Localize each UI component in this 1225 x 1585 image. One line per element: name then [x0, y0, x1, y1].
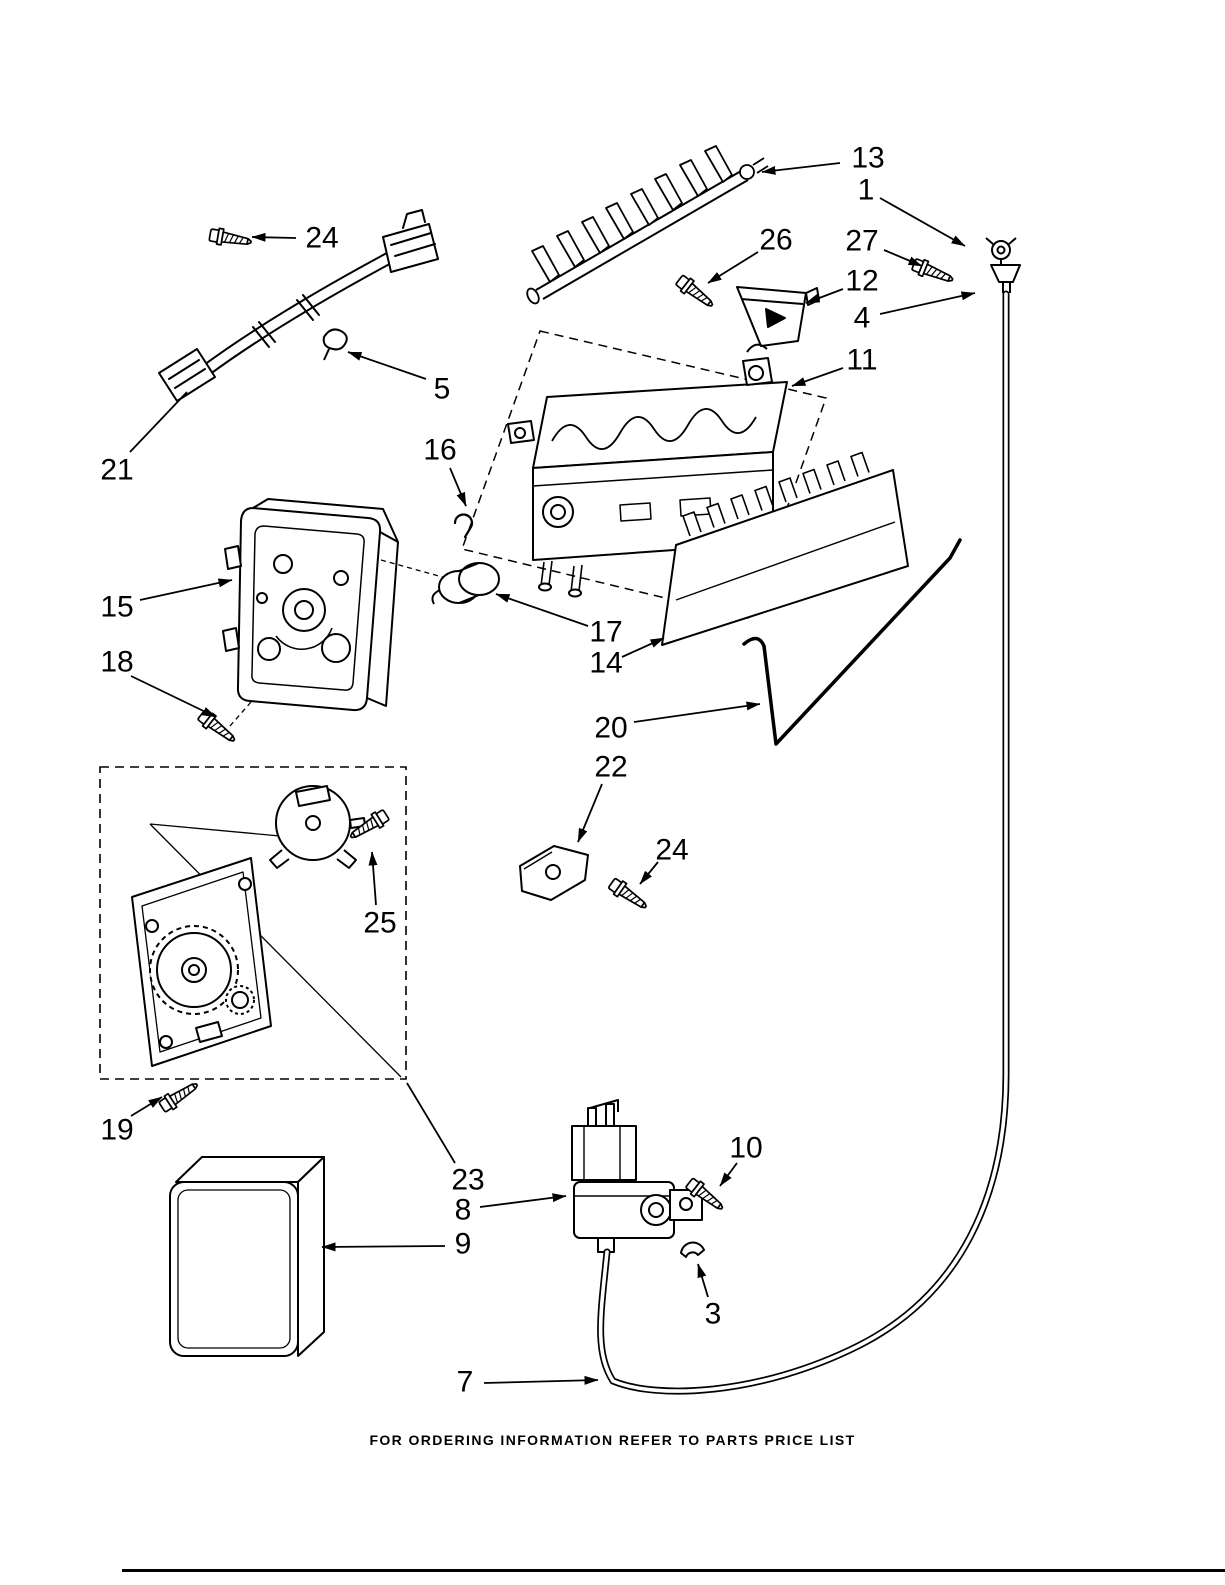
leader-line-21	[129, 391, 188, 453]
part-label-27: 27	[845, 225, 878, 258]
retainer-clip	[453, 513, 474, 539]
screw-26	[673, 272, 718, 313]
leader-line-17	[495, 593, 589, 627]
thermostat-plug	[431, 562, 500, 605]
water-inlet-valve	[571, 1099, 703, 1253]
module-dashed-outline	[99, 766, 407, 1080]
leader-line-10	[719, 1162, 738, 1187]
part-label-26: 26	[759, 224, 792, 257]
part-label-21: 21	[100, 454, 133, 487]
leader-line-26	[707, 251, 759, 284]
part-label-22: 22	[594, 751, 627, 784]
ordering-note: FOR ORDERING INFORMATION REFER TO PARTS …	[369, 1432, 856, 1448]
leader-line-8	[479, 1193, 567, 1208]
leader-line-23	[406, 1082, 456, 1164]
leader-line-7	[483, 1375, 599, 1385]
leader-line-24	[639, 861, 659, 885]
screw-19	[156, 1077, 203, 1115]
ice-level-motor	[269, 785, 366, 869]
part-label-12: 12	[845, 265, 878, 298]
mounting-bracket	[519, 845, 589, 901]
footer-rule	[122, 1569, 1225, 1572]
part-label-9: 9	[455, 1228, 472, 1261]
harness-clip	[322, 328, 348, 361]
part-label-13: 13	[851, 142, 884, 175]
part-label-11: 11	[846, 344, 877, 377]
part-label-24: 24	[305, 222, 338, 255]
fill-cup	[736, 286, 820, 347]
part-label-14: 14	[589, 647, 622, 680]
leader-line-19	[130, 1096, 163, 1117]
part-label-4: 4	[854, 302, 871, 335]
part-label-7: 7	[457, 1366, 474, 1399]
leader-line-13	[761, 162, 841, 175]
leader-line-25	[368, 851, 378, 906]
screw-18	[195, 707, 240, 748]
part-label-19: 19	[100, 1114, 133, 1147]
leader-line-22	[577, 783, 603, 843]
leader-line-20	[633, 701, 761, 723]
part-label-5: 5	[434, 373, 451, 406]
part-label-3: 3	[705, 1298, 722, 1331]
module-housing	[222, 498, 399, 712]
leader-line-12	[805, 288, 844, 304]
part-label-8: 8	[455, 1194, 472, 1227]
leader-line-4	[879, 291, 976, 315]
projection-lines	[149, 559, 447, 1078]
part-label-10: 10	[729, 1132, 762, 1165]
part-label-15: 15	[100, 591, 133, 624]
leader-line-14	[621, 637, 665, 658]
shutoff-arm-wire	[742, 538, 962, 746]
leader-line-5	[347, 351, 427, 380]
tube-clip	[680, 1241, 705, 1258]
stripper-plate	[661, 451, 909, 646]
leader-line-1	[879, 197, 966, 247]
leader-line-16	[449, 467, 467, 507]
ejector-blade	[526, 145, 769, 305]
leader-line-27	[883, 249, 923, 267]
leader-line-3	[697, 1263, 709, 1298]
wiring-harness	[158, 209, 439, 402]
part-label-17: 17	[589, 616, 622, 649]
part-label-25: 25	[363, 907, 396, 940]
water-fill-tube	[597, 290, 1010, 1395]
part-label-1: 1	[858, 174, 875, 207]
ice-container	[169, 1156, 325, 1357]
fill-tube-fitting	[985, 237, 1021, 293]
part-label-24: 24	[655, 834, 688, 867]
screw-24-bottom	[606, 875, 652, 915]
part-label-23: 23	[451, 1164, 484, 1197]
leader-line-11	[791, 367, 844, 387]
leader-line-15	[139, 578, 233, 601]
part-label-20: 20	[594, 712, 627, 745]
leader-line-18	[130, 675, 217, 718]
screw-27	[910, 255, 957, 289]
part-label-16: 16	[423, 434, 456, 467]
part-label-18: 18	[100, 646, 133, 679]
gear-plate	[131, 857, 272, 1067]
leader-line-9	[321, 1242, 446, 1252]
leader-line-24	[251, 232, 297, 242]
screw-24-top	[207, 226, 254, 251]
